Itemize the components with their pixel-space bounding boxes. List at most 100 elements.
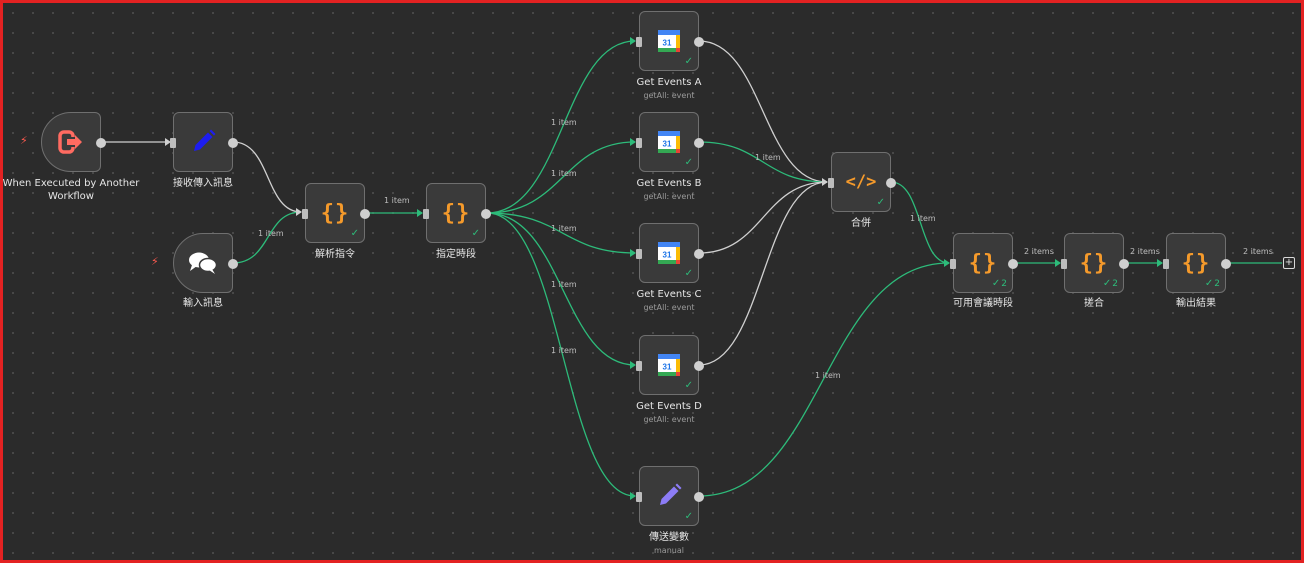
input-port[interactable]: [423, 209, 429, 219]
pencil-icon: [660, 483, 682, 505]
node-label: Get Events A: [636, 77, 702, 88]
sign-out-icon: [58, 130, 82, 154]
chat-bubbles-icon: [189, 252, 218, 274]
success-check-icon: ✓: [684, 511, 693, 522]
braces-icon: {}: [320, 200, 350, 226]
node-subtitle: manual: [654, 546, 684, 555]
svg-text:31: 31: [663, 140, 672, 149]
output-port[interactable]: [694, 492, 704, 502]
input-port[interactable]: [1061, 259, 1067, 269]
edge-label-output-end: 2 items: [1243, 247, 1273, 256]
edge-label-period-b: 1 item: [551, 169, 577, 178]
node-get-events-a[interactable]: 31 ✓: [636, 11, 704, 71]
edge-b-merge[interactable]: [698, 141, 828, 183]
success-check-icon: ✓: [684, 56, 693, 67]
node-specify-period[interactable]: {} ✓: [423, 183, 491, 243]
braces-icon: {}: [1079, 250, 1109, 276]
output-port[interactable]: [360, 209, 370, 219]
node-parse-command[interactable]: {} ✓: [302, 183, 370, 243]
success-check-icon: ✓: [350, 228, 359, 239]
node-output-result[interactable]: {} ✓2: [1163, 233, 1231, 293]
node-merge[interactable]: </> ✓: [828, 152, 896, 212]
svg-text:31: 31: [663, 39, 672, 48]
success-check-icon: ✓2: [1204, 278, 1220, 290]
input-port[interactable]: [1163, 259, 1169, 269]
edge-label-b-merge: 1 item: [755, 153, 781, 162]
node-label: Get Events D: [636, 401, 702, 412]
edge-label-period-d: 1 item: [551, 280, 577, 289]
node-chat-trigger[interactable]: [173, 233, 238, 293]
input-port[interactable]: [636, 138, 642, 148]
node-send-variables[interactable]: ✓: [636, 466, 704, 526]
output-port[interactable]: [694, 138, 704, 148]
node-label: 可用會議時段: [953, 298, 1013, 309]
edge-period-send[interactable]: [486, 212, 636, 497]
edge-c-merge[interactable]: [698, 181, 828, 254]
success-check-icon: ✓: [876, 197, 885, 208]
braces-icon: {}: [441, 200, 471, 226]
add-node-button[interactable]: +: [1283, 257, 1295, 269]
input-port[interactable]: [636, 37, 642, 47]
trigger-bolt-icon: ⚡: [151, 255, 159, 268]
edge-label-chat-parse: 1 item: [258, 229, 284, 238]
node-receive-message[interactable]: [170, 112, 238, 172]
node-label: 搓合: [1084, 298, 1104, 309]
edge-label-send-available: 1 item: [815, 371, 841, 380]
node-subtitle: getAll: event: [643, 91, 695, 100]
node-label: 解析指令: [315, 249, 355, 260]
output-port[interactable]: [694, 249, 704, 259]
node-concat[interactable]: {} ✓2: [1061, 233, 1129, 293]
node-label: When Executed by Another Workflow: [2, 178, 140, 202]
node-get-events-c[interactable]: 31 ✓: [636, 223, 704, 283]
node-get-events-d[interactable]: 31 ✓: [636, 335, 704, 395]
edge-period-b[interactable]: [486, 141, 636, 214]
edge-period-c[interactable]: [486, 212, 636, 254]
edge-merge-available[interactable]: [890, 181, 950, 264]
node-available-slots[interactable]: {} ✓2: [950, 233, 1018, 293]
svg-text:31: 31: [663, 251, 672, 260]
braces-icon: {}: [1181, 250, 1211, 276]
output-port[interactable]: [1119, 259, 1129, 269]
output-port[interactable]: [1221, 259, 1231, 269]
output-port[interactable]: [1008, 259, 1018, 269]
output-port[interactable]: [694, 361, 704, 371]
input-port[interactable]: [950, 259, 956, 269]
input-port[interactable]: [302, 209, 308, 219]
edge-period-d[interactable]: [486, 212, 636, 366]
output-port[interactable]: [96, 138, 106, 148]
output-port[interactable]: [228, 259, 238, 269]
output-port[interactable]: [481, 209, 491, 219]
input-port[interactable]: [170, 138, 176, 148]
edge-label-period-send: 1 item: [551, 346, 577, 355]
output-port[interactable]: [886, 178, 896, 188]
edge-d-merge[interactable]: [698, 181, 828, 366]
input-port[interactable]: [636, 361, 642, 371]
connections-layer: [101, 37, 1282, 500]
edge-label-merge-available: 1 item: [910, 214, 936, 223]
edge-receive-parse[interactable]: [232, 141, 302, 213]
edge-chat-parse[interactable]: [232, 211, 302, 264]
input-port[interactable]: [636, 492, 642, 502]
success-check-icon: ✓: [684, 157, 693, 168]
node-subtitle: getAll: event: [643, 303, 695, 312]
node-subtitle: getAll: event: [643, 192, 695, 201]
edge-send-available[interactable]: [698, 262, 950, 497]
node-label: 合併: [851, 218, 871, 229]
input-port[interactable]: [636, 249, 642, 259]
google-calendar-icon: 31: [658, 30, 680, 52]
google-calendar-icon: 31: [658, 242, 680, 264]
input-port[interactable]: [828, 178, 834, 188]
node-get-events-b[interactable]: 31 ✓: [636, 112, 704, 172]
edge-label-available-concat: 2 items: [1024, 247, 1054, 256]
code-icon: </>: [845, 172, 877, 192]
node-execute-workflow-trigger[interactable]: [41, 112, 106, 172]
pencil-icon: [194, 129, 216, 151]
node-subtitle: getAll: event: [643, 415, 695, 424]
success-check-icon: ✓: [684, 380, 693, 391]
output-port[interactable]: [228, 138, 238, 148]
output-port[interactable]: [694, 37, 704, 47]
node-label: 輸出結果: [1176, 298, 1216, 309]
edge-period-a[interactable]: [486, 40, 636, 214]
edge-a-merge[interactable]: [698, 40, 828, 183]
